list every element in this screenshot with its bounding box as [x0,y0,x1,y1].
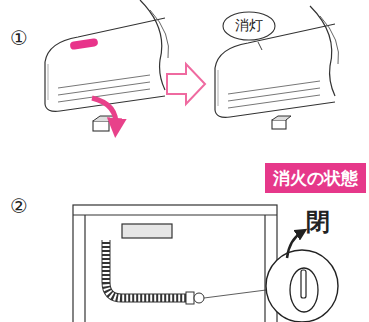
oval-shape [223,12,275,40]
leader-line [258,42,262,50]
callout-oval: 消灯 [222,11,276,41]
appliance-body [73,205,277,322]
node-text: 消火の状態 [273,167,358,190]
appliance-front [215,6,339,129]
node-text: 消灯 [235,17,263,35]
gas-hose [106,240,266,304]
step-number: ② [10,196,28,216]
step-number: ① [10,28,28,48]
step-arrow [167,64,205,104]
appliance-front [45,0,169,131]
status-band: 消火の状態 [265,163,366,193]
close-label: 閉 [306,210,330,234]
gas-valve-closeup [266,232,338,322]
